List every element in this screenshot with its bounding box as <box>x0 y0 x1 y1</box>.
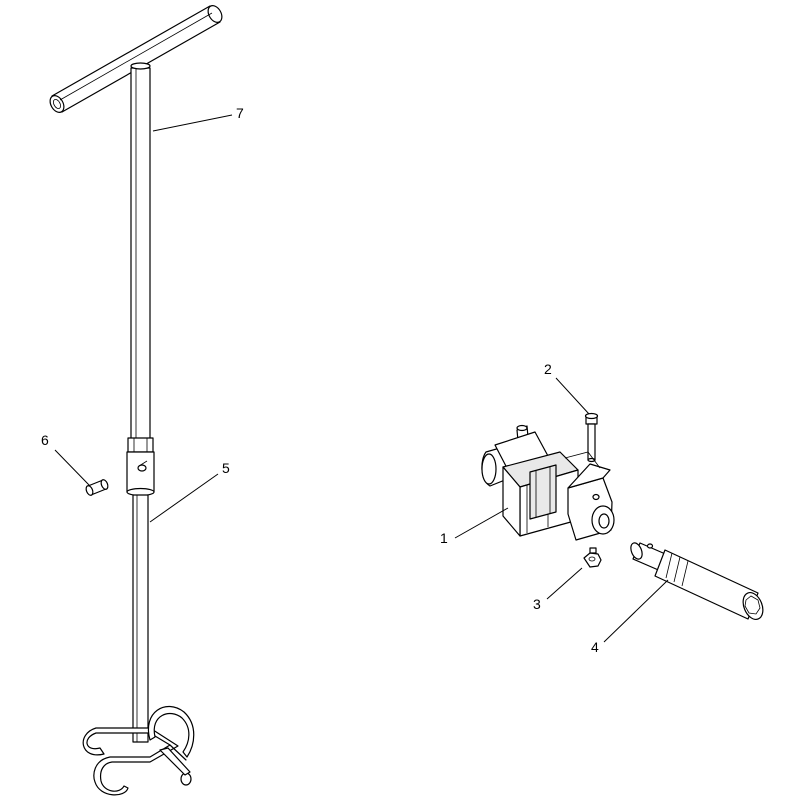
lower-shaft <box>132 494 149 743</box>
socket-shaft <box>630 542 764 621</box>
callout-2: 2 <box>544 361 552 377</box>
leader-line-2 <box>555 377 590 415</box>
leader-lines <box>54 114 669 643</box>
upper-shaft <box>130 62 151 441</box>
leader-line-4 <box>603 579 669 643</box>
roll-pin <box>85 479 109 496</box>
leader-line-3 <box>546 567 583 600</box>
nut <box>583 547 602 568</box>
leader-line-5 <box>149 473 219 523</box>
callout-4: 4 <box>591 639 599 655</box>
t-handle-crossbar <box>49 5 223 113</box>
callout-7: 7 <box>236 105 244 121</box>
bolt <box>584 412 599 463</box>
hook-base <box>82 706 195 796</box>
u-joint-coupler <box>481 424 615 541</box>
callout-3: 3 <box>533 596 541 612</box>
shaft-collar <box>126 437 155 497</box>
coupler-assembly <box>481 412 764 621</box>
leader-line-7 <box>152 114 233 132</box>
leader-line-6 <box>54 449 91 487</box>
callout-labels: 7 6 5 2 1 3 4 <box>41 105 599 655</box>
callout-5: 5 <box>222 460 230 476</box>
leader-line-1 <box>454 507 509 539</box>
callout-6: 6 <box>41 432 49 448</box>
callout-1: 1 <box>440 530 448 546</box>
t-handle-tool <box>49 5 223 796</box>
